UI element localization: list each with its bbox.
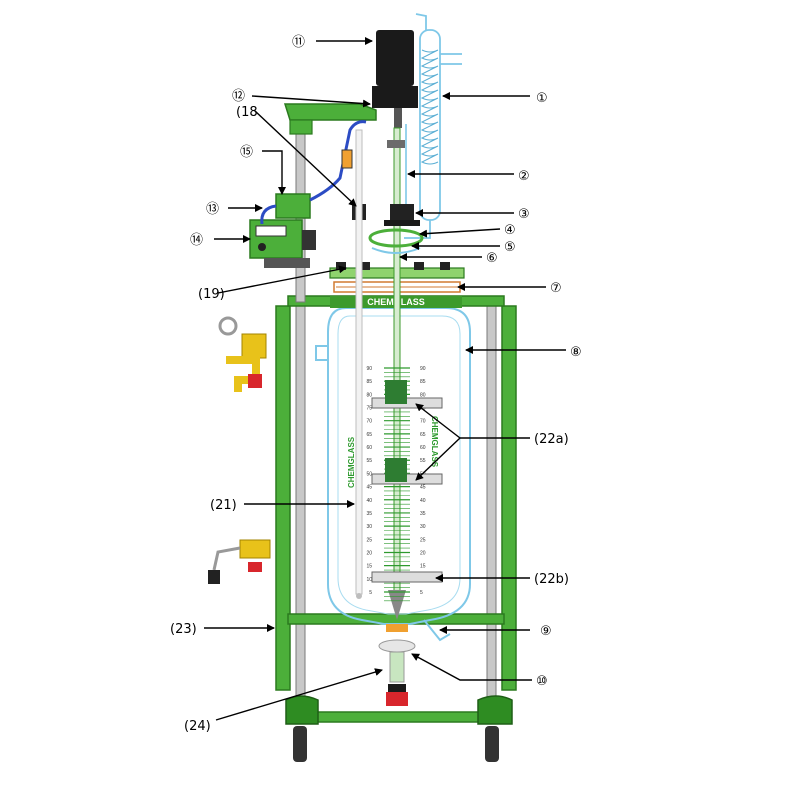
label-6: ⑥ [486,251,498,266]
dip-tube [355,129,363,599]
scale-tick-left: 5 [369,590,372,596]
label-8: ⑧ [570,345,582,360]
label-18: (18 [236,105,258,120]
scale-tick-right: 80 [420,392,426,398]
stirrer-shaft [387,127,406,620]
scale-tick-left: 35 [366,511,372,517]
scale-tick-left: 50 [366,471,372,477]
scale-tick-right: 55 [420,458,426,464]
scale-tick-right: 85 [420,379,426,385]
side-valves [208,316,271,584]
scale-tick-left: 70 [366,419,372,425]
label-1: ① [536,91,548,106]
scale-tick-right: 20 [420,550,426,556]
bottom-valve [378,624,416,706]
scale-tick-right: 35 [420,511,426,517]
vessel-brand-vertical: CHEMGLASS CHEMGLASS [347,416,439,488]
label-4: ④ [504,223,516,238]
scale-tick-left: 30 [366,524,372,530]
label-22b: (22b) [534,572,569,587]
label-13: ⑬ [206,202,219,217]
scale-tick-left: 65 [366,432,372,438]
scale-tick-right: 45 [420,485,426,491]
scale-tick-left: 60 [366,445,372,451]
scale-tick-right: 90 [420,366,426,372]
condenser [404,13,462,239]
scale-tick-right: 65 [420,432,426,438]
label-15: ⑮ [240,145,253,160]
label-11: ⑪ [292,35,305,50]
stirrer-motor [372,30,418,128]
impeller-lower [371,571,443,583]
vessel-brand-left: CHEMGLASS [347,436,356,488]
scale-tick-left: 45 [366,485,372,491]
scale-tick-right: 70 [420,419,426,425]
label-22a: (22a) [534,432,569,447]
scale-tick-right: 25 [420,537,426,543]
scale-tick-left: 90 [366,366,372,372]
scale-tick-left: 75 [366,406,372,412]
label-23: (23) [170,622,197,637]
label-3: ③ [518,207,530,222]
vessel-brand-right: CHEMGLASS [430,416,439,468]
scale-tick-right: 40 [420,498,426,504]
label-14: ⑭ [190,233,203,248]
scale-tick-left: 80 [366,392,372,398]
scale-tick-left: 10 [366,577,372,583]
scale-tick-right: 30 [420,524,426,530]
label-21: (21) [210,498,237,513]
scale-tick-left: 25 [366,537,372,543]
label-2: ② [518,169,530,184]
scale-tick-left: 15 [366,564,372,570]
scale-tick-right: 60 [420,445,426,451]
scale-tick-left: 40 [366,498,372,504]
label-9: ⑨ [540,624,552,639]
scale-tick-right: 15 [420,564,426,570]
label-19: (19) [198,287,225,302]
callout-labels: ⑪ ① ② ③ ④ ⑤ ⑥ ⑦ ⑧ ⑫ (18 ⑮ ⑬ ⑭ (19) (21) … [170,35,582,734]
scale-tick-right: 5 [420,590,423,596]
label-24: (24) [184,719,211,734]
scale-tick-left: 20 [366,550,372,556]
callout-arrows [204,37,566,721]
label-7: ⑦ [550,281,562,296]
label-10: ⑩ [536,674,548,689]
scale-tick-left: 85 [366,379,372,385]
reaction-vessel [315,307,471,642]
label-5: ⑤ [504,240,516,255]
impellers [371,380,443,583]
label-12: ⑫ [232,89,245,104]
scale-tick-left: 55 [366,458,372,464]
controller-unit [249,120,367,268]
